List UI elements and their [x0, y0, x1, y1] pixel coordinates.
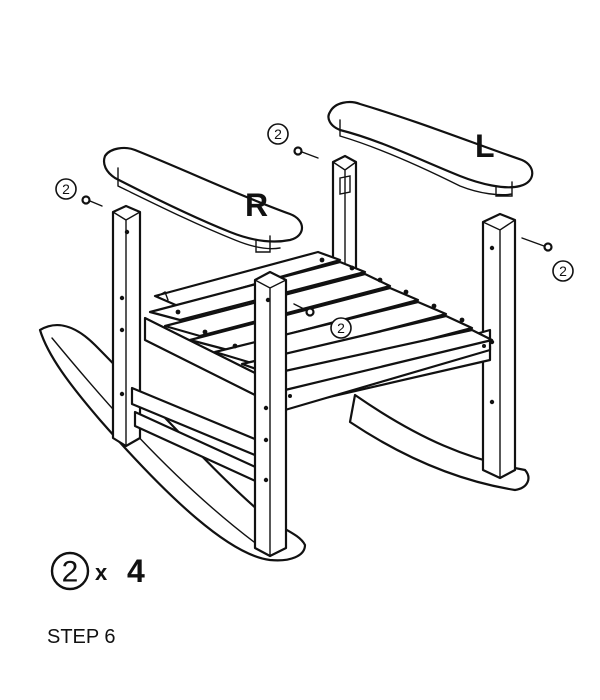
callout-screw-right-arm-back: 2	[552, 260, 574, 282]
left-arm-label: L	[475, 128, 495, 164]
back-right-leg	[481, 212, 517, 480]
screw-icon	[521, 237, 553, 252]
back-left-leg	[331, 154, 358, 272]
armrest-left	[327, 101, 534, 197]
quantity-legend: 2 x 4	[50, 551, 145, 591]
callout-screw-left-arm-back: 2	[267, 123, 289, 145]
screw-icon	[293, 146, 319, 159]
callout-screw-left-arm-front: 2	[55, 178, 77, 200]
front-left-leg	[111, 204, 142, 448]
svg-text:2: 2	[337, 320, 345, 336]
quantity-count: 4	[127, 553, 145, 589]
armrest-right	[102, 146, 304, 253]
svg-text:2: 2	[274, 126, 282, 142]
seat	[143, 250, 494, 412]
screw-icon	[293, 303, 315, 317]
screw-icon	[81, 195, 103, 207]
front-right-leg	[253, 270, 288, 558]
svg-text:2: 2	[559, 263, 567, 279]
quantity-part-circle	[50, 551, 90, 591]
step-label: STEP 6	[47, 626, 116, 648]
right-arm-label: R	[245, 187, 268, 223]
quantity-part: 2	[62, 556, 79, 589]
callout-screw-seat: 2	[330, 317, 352, 339]
svg-text:2: 2	[62, 181, 70, 197]
quantity-times: x	[95, 560, 108, 585]
